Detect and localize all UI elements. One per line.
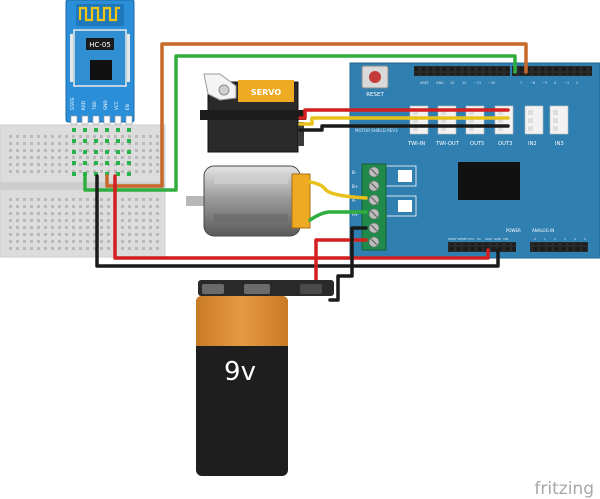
battery-label: 9v — [224, 357, 256, 387]
reset-label: RESET — [366, 92, 384, 98]
driver-chip — [458, 162, 520, 200]
reset-button — [361, 65, 389, 89]
power-pin-label: GND — [494, 237, 502, 241]
bluetooth-pins — [70, 115, 133, 125]
svg-text:~3: ~3 — [564, 81, 569, 85]
connector-label: IN3 — [555, 141, 564, 147]
analog-pin-label: 0 — [534, 237, 536, 241]
shield-model-label: MOTOR SHIELD REV3 — [355, 128, 398, 133]
svg-text:12: 12 — [462, 81, 466, 85]
svg-text:7: 7 — [520, 81, 522, 85]
bluetooth-module: HC-05 STATE RXD TXD GND VCC EN — [65, 0, 135, 176]
analog-pin-label: 2 — [554, 237, 556, 241]
power-pin-label: 3V3 — [468, 237, 474, 241]
svg-text:~11: ~11 — [474, 81, 481, 85]
svg-text:13: 13 — [450, 81, 454, 85]
bt-pin-label: VCC — [114, 101, 119, 110]
connector-label: TWI-IN — [407, 141, 425, 147]
connector-label: OUT5 — [470, 141, 484, 147]
bt-pin-label: EN — [125, 104, 130, 110]
battery-9v: 9v — [196, 280, 334, 476]
bluetooth-pin-labels: STATE RXD TXD GND VCC EN — [70, 97, 130, 111]
analog-pin-label: 3 — [564, 237, 566, 241]
svg-text:4: 4 — [554, 81, 556, 85]
bluetooth-model-label: HC-05 — [89, 41, 111, 49]
bt-pin-label: STATE — [70, 97, 75, 110]
power-pin-label: VIN — [503, 237, 508, 241]
svg-text:~10: ~10 — [488, 81, 495, 85]
power-pin-label: 5V — [477, 237, 482, 241]
analog-label: ANALOG IN — [532, 228, 554, 233]
analog-pin-label: 5 — [584, 237, 586, 241]
bt-pin-label: RXD — [81, 101, 86, 110]
svg-text:AREF: AREF — [420, 81, 429, 85]
terminal-label: B- — [352, 170, 357, 175]
wires — [83, 42, 528, 302]
analog-pin-label: 4 — [574, 237, 576, 241]
svg-text:2: 2 — [576, 81, 578, 85]
analog-pin-label: 1 — [544, 237, 546, 241]
terminal-label: A+ — [352, 212, 358, 217]
terminal-block — [361, 163, 387, 251]
servo-motor: SERVO — [200, 73, 306, 153]
terminal-label: A- — [352, 198, 357, 203]
connector-label: TWI-OUT — [435, 141, 460, 147]
power-pin-label: RESET — [458, 237, 468, 241]
connector-label: OUT3 — [498, 141, 512, 147]
terminal-label: B+ — [352, 184, 358, 189]
dc-motor — [186, 165, 311, 237]
servo-label: SERVO — [251, 88, 281, 97]
antenna-trace — [78, 6, 120, 22]
power-label: POWER — [506, 228, 521, 233]
power-pin-label: IOREF — [448, 237, 457, 241]
connector-label: IN2 — [528, 141, 537, 147]
svg-text:~5: ~5 — [542, 81, 547, 85]
svg-text:~6: ~6 — [530, 81, 535, 85]
bt-pin-label: TXD — [92, 101, 97, 111]
fritzing-watermark: fritzing — [534, 479, 594, 499]
bt-pin-label: GND — [103, 100, 108, 110]
power-pin-label: GND — [485, 237, 493, 241]
svg-text:GND: GND — [436, 81, 444, 85]
